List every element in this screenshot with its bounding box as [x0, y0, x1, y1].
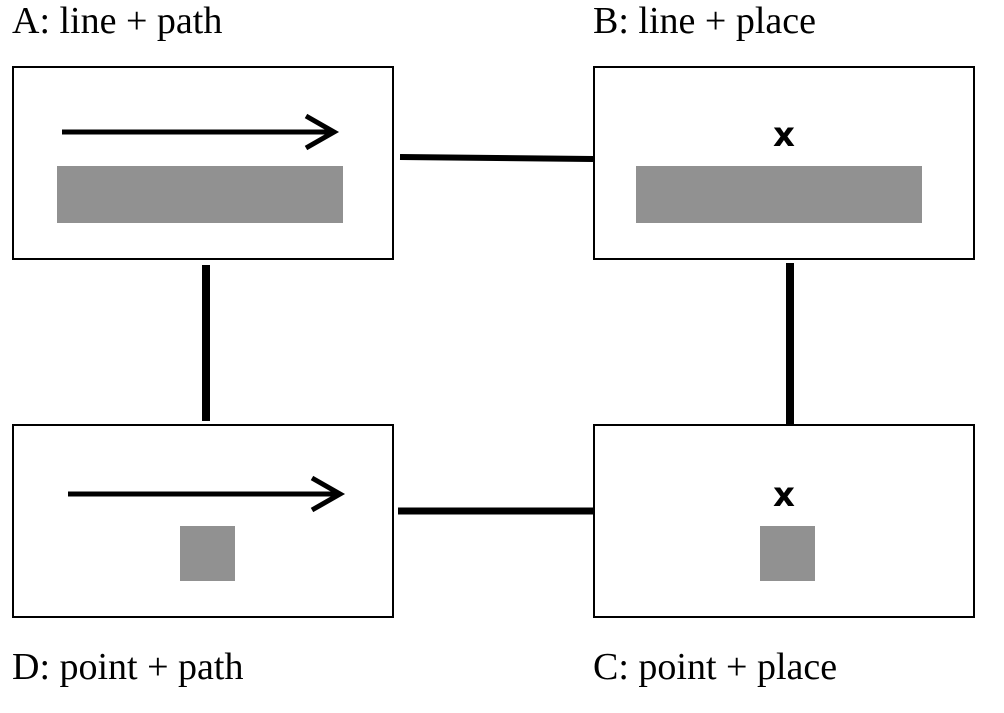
- connector-a-b: [399, 154, 594, 162]
- label-a: A: line + path: [12, 0, 223, 42]
- panel-c: x: [593, 424, 975, 618]
- place-x-marker: x: [773, 115, 795, 155]
- place-x-marker: x: [773, 475, 795, 515]
- line-bar: [636, 166, 922, 223]
- arrow-icon: [68, 475, 346, 513]
- label-d: D: point + path: [12, 646, 244, 688]
- panel-b: x: [593, 66, 975, 260]
- label-b: B: line + place: [593, 0, 816, 42]
- arrow-icon: [62, 113, 340, 151]
- line-bar: [57, 166, 343, 223]
- label-c: C: point + place: [593, 646, 838, 688]
- panel-a: [12, 66, 394, 260]
- panel-d: [12, 424, 394, 618]
- point-square: [180, 526, 235, 581]
- point-square: [760, 526, 815, 581]
